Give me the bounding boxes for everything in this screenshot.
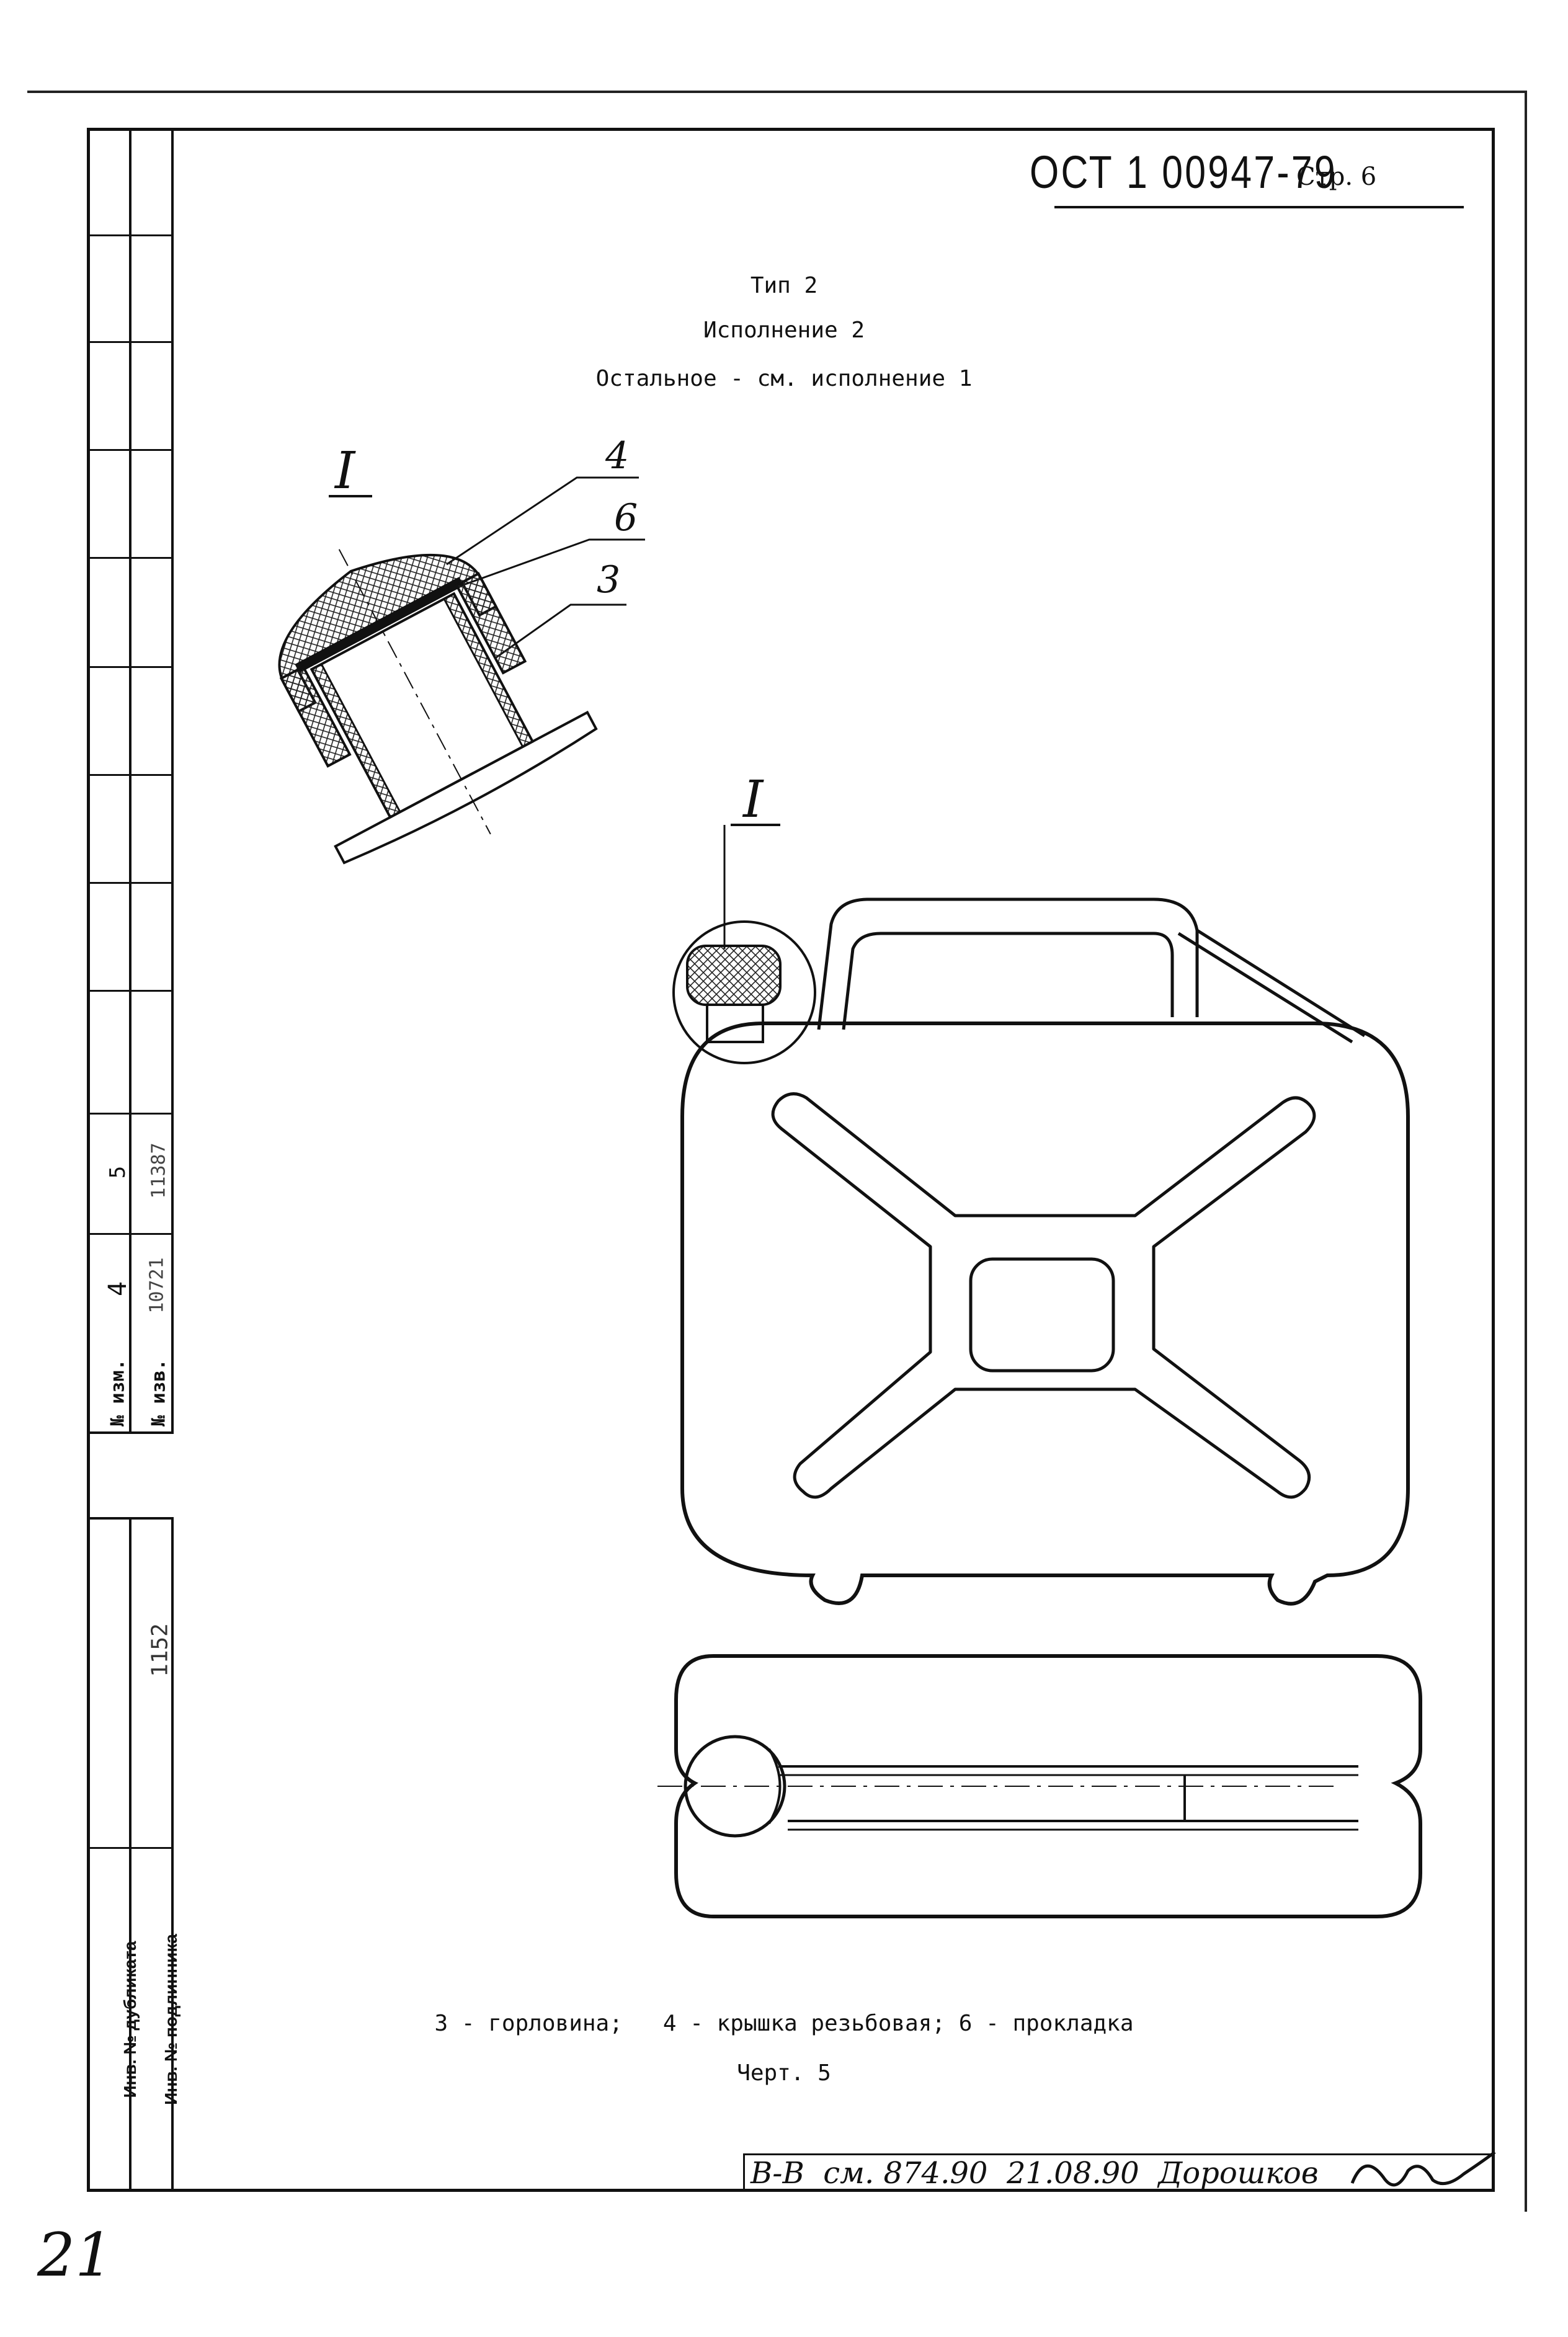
page-number: Стр. 6	[1296, 162, 1377, 191]
header-underline	[1054, 206, 1464, 208]
detail-marker-label: I	[335, 442, 355, 501]
figure-label: Черт. 5	[737, 2060, 831, 2086]
revision-stamp: В-В см. 874.90 21.08.90 Дорошков	[751, 2156, 1319, 2191]
parts-legend: 3 - горловина; 4 - крышка резьбовая; 6 -…	[434, 2011, 1134, 2036]
revision-stamp-box	[743, 2153, 1495, 2192]
callout-6: 6	[614, 496, 638, 540]
outer-frame	[27, 91, 1527, 2212]
variant-line: Исполнение 2	[703, 318, 865, 343]
rest-line: Остальное - см. исполнение 1	[595, 366, 973, 391]
standard-code: ОСТ 1 00947-79	[1030, 146, 1337, 198]
handwritten-number: 21	[37, 2220, 114, 2290]
side-strip-lower	[87, 1517, 174, 2192]
callout-4: 4	[605, 434, 630, 478]
detail-marker-main: I	[743, 770, 764, 829]
callout-3: 3	[597, 558, 621, 602]
type-line: Тип 2	[750, 273, 818, 298]
signature-icon	[1350, 2150, 1496, 2187]
side-strip-upper	[87, 128, 174, 1434]
